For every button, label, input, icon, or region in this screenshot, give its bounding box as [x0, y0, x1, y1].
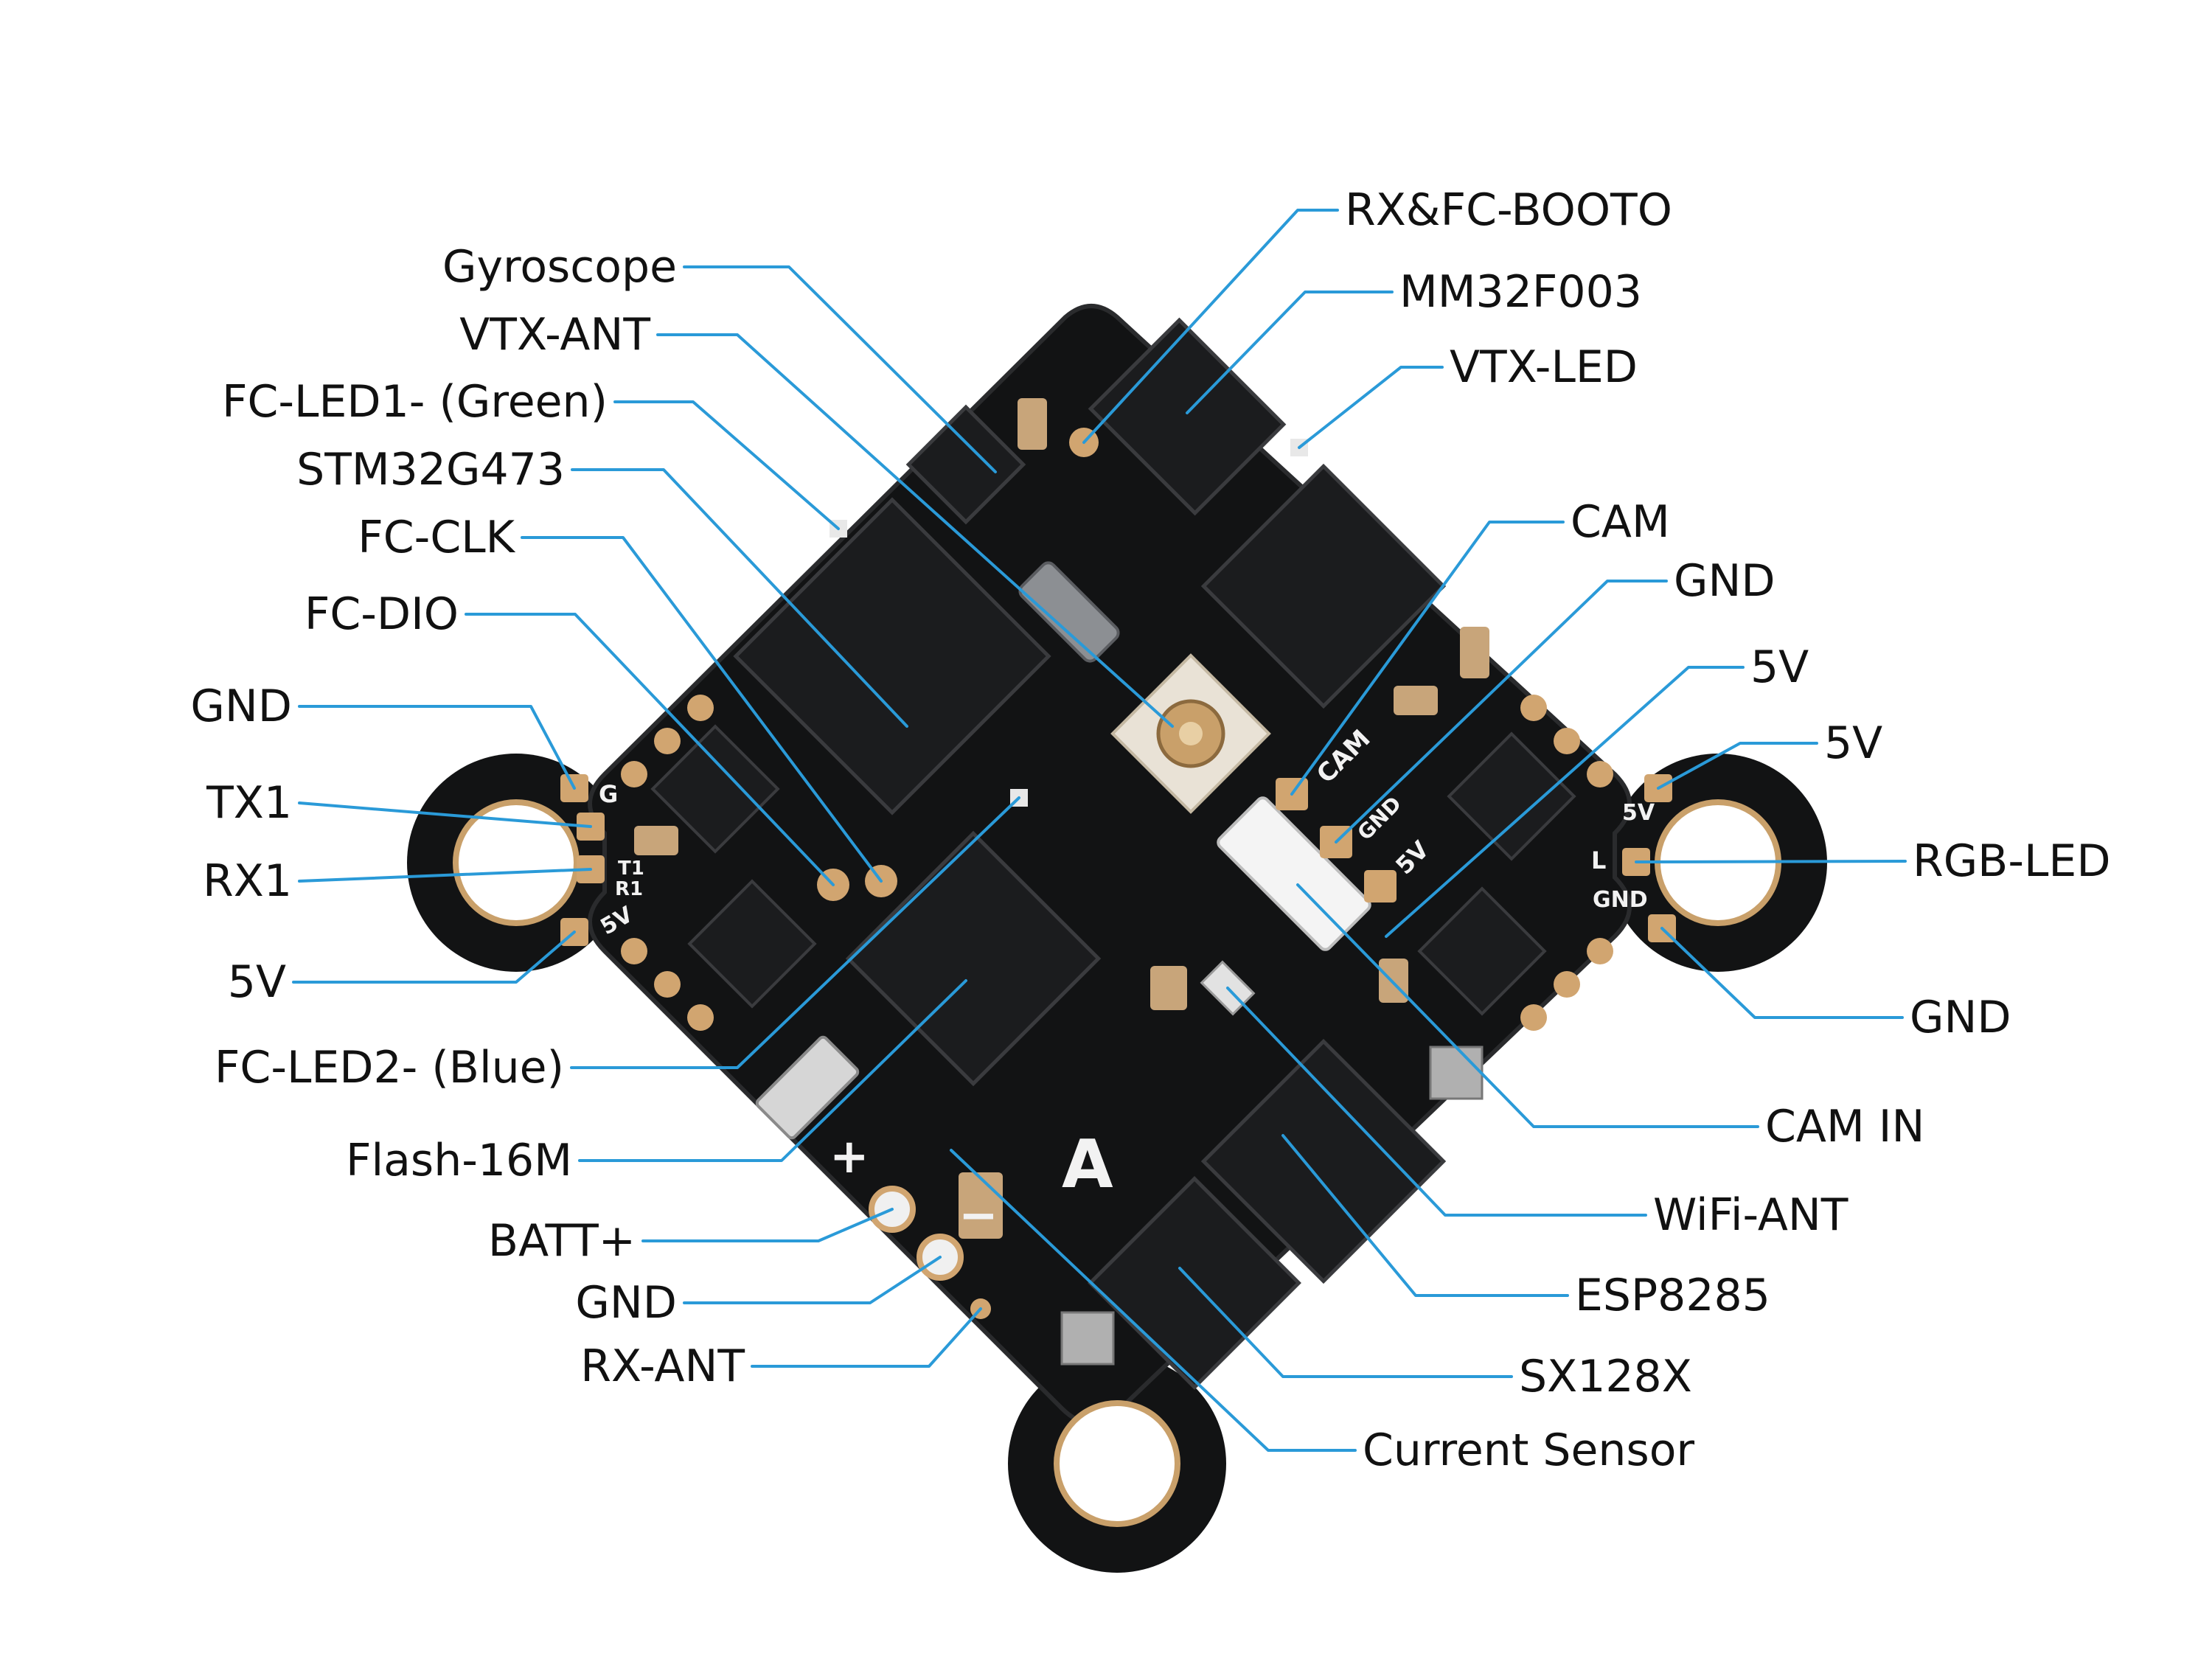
silk-a-logo: A	[1062, 1126, 1113, 1203]
leader-esp8285	[1281, 1134, 1569, 1297]
silk-r1: R1	[615, 878, 643, 900]
leader-rgb-led	[1635, 860, 1907, 863]
label-tx1: TX1	[206, 777, 292, 829]
label-rx-fc-boot: RX&FC-BOOTO	[1345, 184, 1672, 236]
bottom-mount-hole	[1054, 1400, 1180, 1527]
leader-fc-dio	[465, 613, 835, 886]
leader-fc-led1	[613, 400, 840, 530]
flash-chip	[845, 830, 1102, 1087]
label-gnd-right: GND	[1910, 992, 2011, 1043]
crystal	[1018, 561, 1120, 663]
passives	[634, 398, 1489, 1239]
leader-vtx-led	[1298, 366, 1444, 449]
leader-cam	[1290, 521, 1565, 796]
mosfet-left-top	[650, 724, 780, 854]
leader-gnd-cam	[1335, 580, 1668, 844]
leader-fc-clk	[521, 536, 883, 883]
label-gyroscope: Gyroscope	[442, 241, 677, 293]
mosfet-right-bottom	[1417, 886, 1547, 1016]
leader-rx1	[298, 868, 592, 883]
leader-5v-left	[292, 931, 576, 984]
label-fc-led2: FC-LED2- (Blue)	[215, 1042, 564, 1093]
leader-gnd-right	[1660, 927, 1904, 1019]
leader-gnd-left	[298, 705, 576, 790]
leader-5v-cam	[1385, 666, 1745, 938]
silk-5v-right: 5V	[1622, 800, 1655, 826]
vtx-module-can	[1429, 1046, 1484, 1100]
esp8285-chip	[1200, 1038, 1447, 1284]
leader-gnd-batt	[683, 1256, 942, 1304]
leader-current-sensor	[950, 1149, 1357, 1452]
label-sx128x: SX128X	[1519, 1351, 1692, 1402]
current-sensor-resistor	[755, 1035, 860, 1140]
label-vtx-led: VTX-LED	[1450, 341, 1638, 393]
rx-module-can	[1060, 1311, 1115, 1366]
label-mm32f003: MM32F003	[1399, 266, 1642, 318]
label-batt-plus: BATT+	[488, 1215, 636, 1267]
label-rgb-led: RGB-LED	[1913, 835, 2111, 887]
silk-g: G	[599, 780, 618, 808]
silk-t1: T1	[618, 858, 644, 880]
label-vtx-ant: VTX-ANT	[459, 309, 650, 361]
silk-plus: +	[830, 1130, 869, 1184]
mosfet-right-top	[1447, 731, 1576, 861]
cam-in-connector	[1217, 796, 1371, 951]
leader-cam-in	[1296, 883, 1759, 1128]
silk-minus: −	[959, 1189, 998, 1243]
leader-gyroscope	[683, 265, 997, 473]
vtx-ant-connector	[1110, 653, 1271, 814]
leader-rx-ant	[751, 1307, 982, 1368]
label-fc-led1: FC-LED1- (Green)	[222, 376, 608, 428]
leader-tx1	[298, 801, 592, 828]
leader-flash-16m	[578, 979, 967, 1162]
leader-mm32f003	[1186, 291, 1394, 414]
label-rx1: RX1	[203, 855, 292, 907]
right-callouts: RX&FC-BOOTO MM32F003 VTX-LED CAM GND 5V …	[1345, 184, 2111, 1476]
diamond-pcb	[588, 304, 1632, 1425]
components	[634, 317, 1576, 1390]
stm32g473-chip	[733, 497, 1051, 815]
label-fc-clk: FC-CLK	[358, 512, 515, 563]
leader-5v-right	[1657, 742, 1818, 790]
flight-controller-board: G T1 R1 5V 5V L GND CAM GND 5V + − A	[407, 304, 1827, 1573]
leader-vtx-ant	[656, 333, 1174, 728]
label-5v-left: 5V	[228, 956, 286, 1008]
pad-5v-cam	[1364, 870, 1397, 902]
left-callouts: Gyroscope VTX-ANT FC-LED1- (Green) STM32…	[190, 241, 745, 1392]
label-fc-dio: FC-DIO	[305, 588, 459, 640]
leader-batt-plus	[641, 1208, 894, 1242]
label-gnd-cam: GND	[1674, 555, 1775, 607]
label-esp8285: ESP8285	[1575, 1270, 1770, 1321]
label-wifi-ant: WiFi-ANT	[1653, 1189, 1848, 1241]
label-stm32g473: STM32G473	[296, 444, 565, 495]
label-flash-16m: Flash-16M	[346, 1135, 572, 1186]
label-gnd-left: GND	[190, 681, 292, 732]
leader-stm32g473	[571, 468, 908, 728]
leader-rx-fc-boot	[1082, 209, 1339, 444]
gyroscope-chip	[905, 404, 1026, 525]
label-cam: CAM	[1571, 496, 1670, 548]
label-current-sensor: Current Sensor	[1363, 1425, 1694, 1476]
silk-gnd-right: GND	[1593, 887, 1648, 913]
label-gnd-batt: GND	[575, 1277, 677, 1329]
mm32f003-chip	[1088, 317, 1287, 516]
mosfet-left-bottom	[687, 879, 817, 1009]
label-cam-in: CAM IN	[1765, 1101, 1924, 1152]
leader-sx128x	[1178, 1267, 1513, 1378]
leader-wifi-ant	[1226, 987, 1647, 1217]
leader-lines	[292, 209, 1907, 1452]
label-rx-ant: RX-ANT	[580, 1340, 745, 1392]
silk-l: L	[1591, 846, 1606, 874]
leader-fc-led2	[570, 796, 1020, 1069]
label-5v-cam: 5V	[1750, 641, 1809, 693]
label-5v-right: 5V	[1824, 717, 1882, 769]
vtx-chip	[1200, 463, 1447, 709]
